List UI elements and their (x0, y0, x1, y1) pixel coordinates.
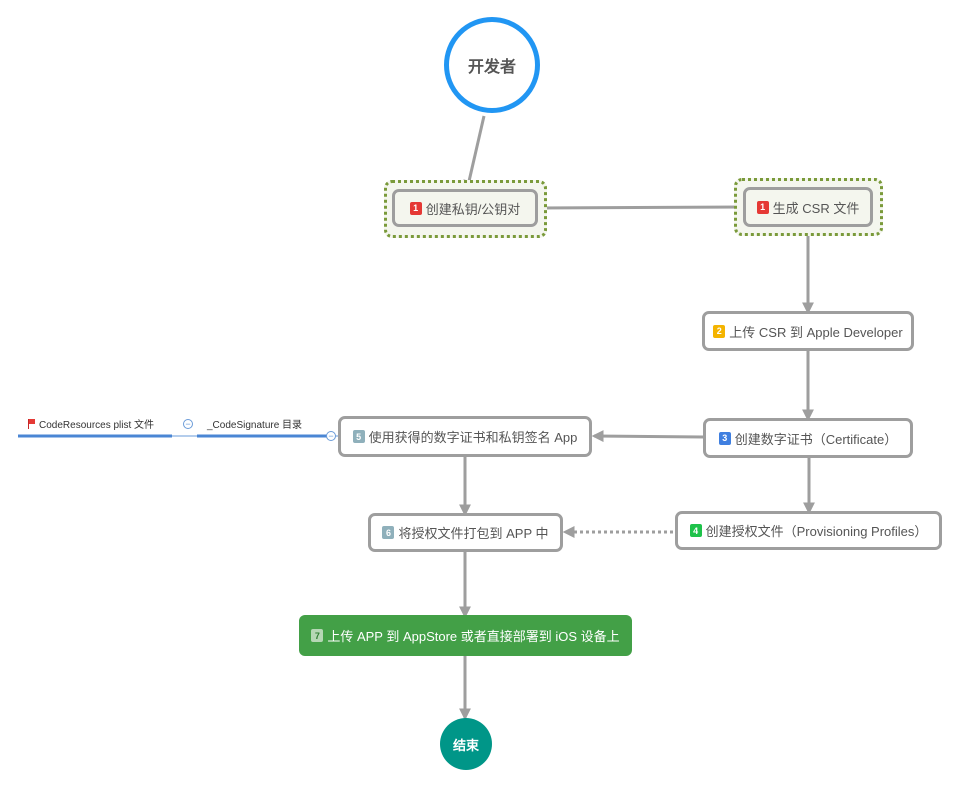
node-create-key-pair[interactable]: 1 创建私钥/公钥对 (392, 189, 538, 227)
step-badge: 4 (689, 524, 702, 537)
step-badge: 2 (713, 324, 726, 338)
flag-icon (28, 419, 36, 429)
node-create-certificate[interactable]: 3 创建数字证书（Certificate） (703, 418, 913, 458)
node-label: 创建私钥/公钥对 (425, 201, 521, 217)
collapse-icon[interactable]: − (183, 419, 193, 429)
node-upload-csr[interactable]: 2 上传 CSR 到 Apple Developer (702, 311, 914, 351)
branch-label: CodeResources plist 文件 (39, 420, 155, 431)
end-node[interactable]: 结束 (440, 718, 492, 770)
branch-codesignature[interactable]: _CodeSignature 目录 (207, 419, 302, 433)
branch-label: _CodeSignature 目录 (207, 420, 303, 431)
end-node-label: 结束 (452, 737, 479, 753)
edge-3-to-5 (591, 430, 704, 443)
edge-start-to-1a (463, 115, 486, 193)
node-generate-csr[interactable]: 1 生成 CSR 文件 (743, 187, 873, 227)
step-badge: 3 (718, 431, 731, 445)
node-label: 创建数字证书（Certificate） (734, 431, 898, 447)
start-node-label: 开发者 (467, 59, 516, 76)
step-badge: 5 (352, 430, 365, 443)
node-sign-app[interactable]: 5 使用获得的数字证书和私钥签名 App (338, 416, 592, 457)
node-upload-app[interactable]: 7 上传 APP 到 AppStore 或者直接部署到 iOS 设备上 (299, 615, 632, 656)
node-label: 上传 CSR 到 Apple Developer (729, 324, 903, 340)
node-label: 上传 APP 到 AppStore 或者直接部署到 iOS 设备上 (327, 629, 620, 644)
step-badge: 7 (311, 629, 324, 642)
node-label: 创建授权文件（Provisioning Profiles） (705, 524, 928, 539)
step-badge: 1 (756, 200, 769, 214)
node-create-provisioning-profiles[interactable]: 4 创建授权文件（Provisioning Profiles） (675, 511, 942, 550)
node-label: 使用获得的数字证书和私钥签名 App (368, 430, 578, 445)
node-label: 将授权文件打包到 APP 中 (398, 526, 549, 541)
edge-1a-to-1b (537, 201, 747, 214)
start-node-developer[interactable]: 开发者 (444, 17, 540, 113)
node-package-profile[interactable]: 6 将授权文件打包到 APP 中 (368, 513, 563, 552)
node-label: 生成 CSR 文件 (772, 200, 860, 216)
collapse-icon[interactable]: − (326, 431, 336, 441)
step-badge: 6 (382, 526, 395, 539)
branch-coderesources[interactable]: CodeResources plist 文件 (28, 419, 154, 433)
step-badge: 1 (409, 201, 422, 215)
